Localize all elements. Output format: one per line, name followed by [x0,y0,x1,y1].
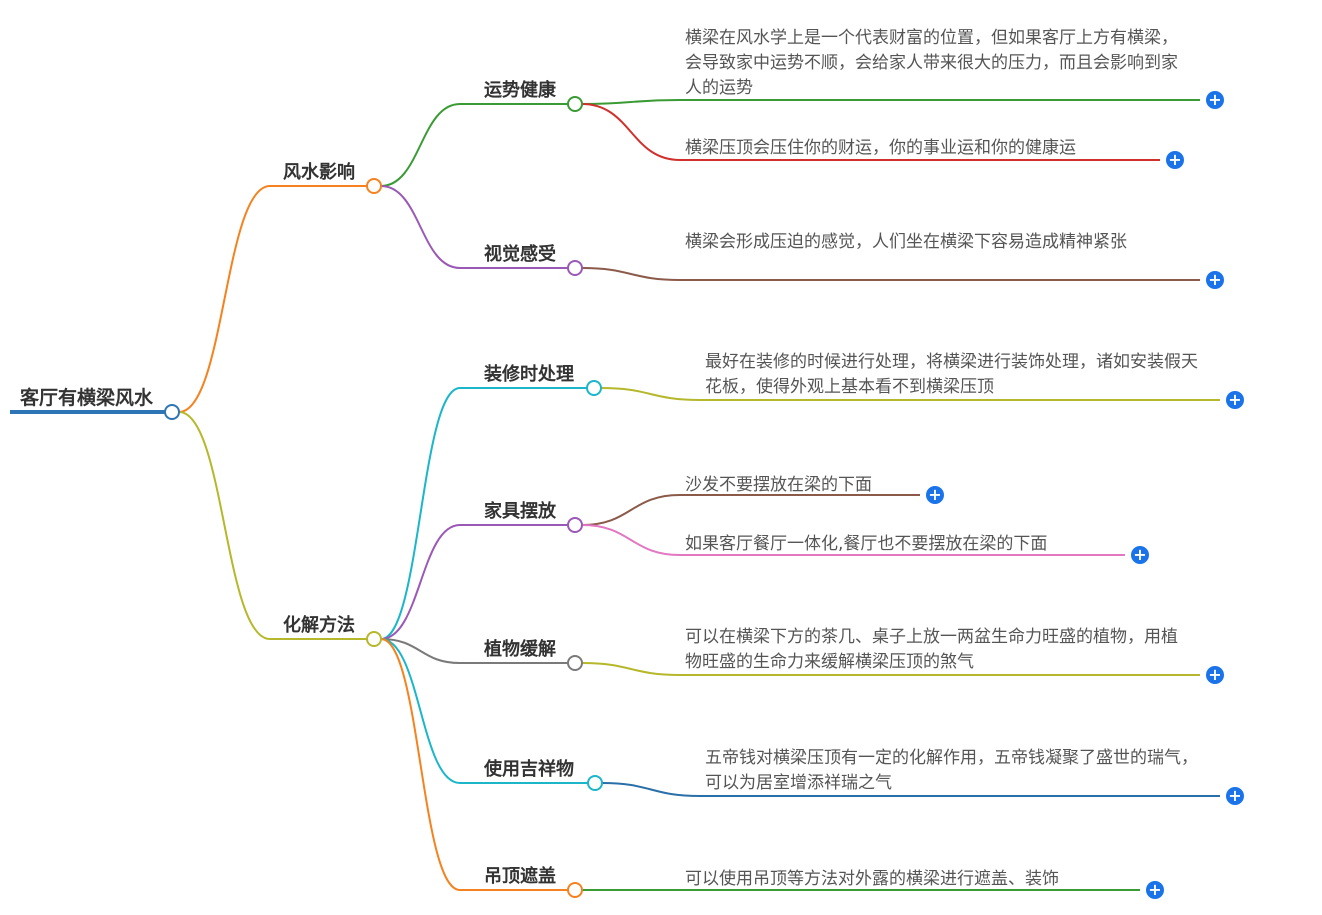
subtopic-link [380,638,461,891]
root-collapse-toggle[interactable] [164,404,180,420]
branch-topic-0: 风水影响 [283,162,355,183]
expand-plus-icon[interactable]: + [1166,151,1184,169]
expand-plus-icon[interactable]: + [1226,391,1244,409]
subtopic-link [380,103,461,187]
subtopic-0-0: 运势健康 [484,80,556,101]
expand-plus-icon[interactable]: + [1226,787,1244,805]
subtopic-collapse-toggle[interactable] [567,655,583,671]
subtopic-link [380,387,461,640]
subtopic-collapse-toggle[interactable] [586,380,602,396]
leaf-link [600,387,701,401]
subtopic-collapse-toggle[interactable] [567,882,583,898]
subtopic-collapse-toggle[interactable] [567,517,583,533]
leaf-link [581,494,681,526]
branch-collapse-toggle[interactable] [366,178,382,194]
leaf-link [601,782,701,797]
branch-link [178,185,271,413]
leaf-text-0-0-1: 横梁压顶会压住你的财运，你的事业运和你的健康运 [685,138,1076,158]
leaf-text-0-1-0: 横梁会形成压迫的感觉，人们坐在横梁下容易造成精神紧张 [685,232,1127,252]
subtopic-1-2: 植物缓解 [484,639,556,660]
subtopic-link [380,524,461,640]
branch-collapse-toggle[interactable] [366,631,382,647]
root-topic: 客厅有横梁风水 [20,387,154,409]
expand-plus-icon[interactable]: + [1131,546,1149,564]
leaf-text-0-0-0: 横梁在风水学上是一个代表财富的位置，但如果客厅上方有横梁，会导致家中运势不顺，会… [685,28,1178,98]
expand-plus-icon[interactable]: + [1206,91,1224,109]
leaf-text-1-0-0: 最好在装修的时候进行处理，将横梁进行装饰处理，诸如安装假天花板，使得外观上基本看… [705,352,1198,397]
subtopic-link [380,638,461,664]
leaf-text-1-1-0: 沙发不要摆放在梁的下面 [685,475,872,495]
subtopic-1-1: 家具摆放 [484,501,556,522]
leaf-text-1-1-1: 如果客厅餐厅一体化,餐厅也不要摆放在梁的下面 [685,534,1048,554]
subtopic-link [380,185,461,269]
leaf-link [581,267,681,281]
expand-plus-icon[interactable]: + [1206,666,1224,684]
expand-plus-icon[interactable]: + [926,486,944,504]
leaf-text-1-2-0: 可以在横梁下方的茶几、桌子上放一两盆生命力旺盛的植物，用植物旺盛的生命力来缓解横… [685,627,1178,672]
subtopic-1-3: 使用吉祥物 [484,759,574,780]
subtopic-collapse-toggle[interactable] [567,260,583,276]
subtopic-collapse-toggle[interactable] [567,96,583,112]
subtopic-0-1: 视觉感受 [484,244,556,265]
branch-link [178,411,271,640]
leaf-link [581,524,681,556]
subtopic-1-0: 装修时处理 [484,364,574,385]
branch-topic-1: 化解方法 [283,615,355,636]
subtopic-link [380,638,461,784]
leaf-text-1-3-0: 五帝钱对横梁压顶有一定的化解作用，五帝钱凝聚了盛世的瑞气，可以为居室增添祥瑞之气 [705,748,1198,793]
subtopic-1-4: 吊顶遮盖 [484,866,556,887]
subtopic-collapse-toggle[interactable] [587,775,603,791]
leaf-link [581,103,681,161]
leaf-link [581,662,681,676]
leaf-link [581,99,681,105]
expand-plus-icon[interactable]: + [1206,271,1224,289]
leaf-text-1-4-0: 可以使用吊顶等方法对外露的横梁进行遮盖、装饰 [685,869,1059,889]
expand-plus-icon[interactable]: + [1146,881,1164,899]
